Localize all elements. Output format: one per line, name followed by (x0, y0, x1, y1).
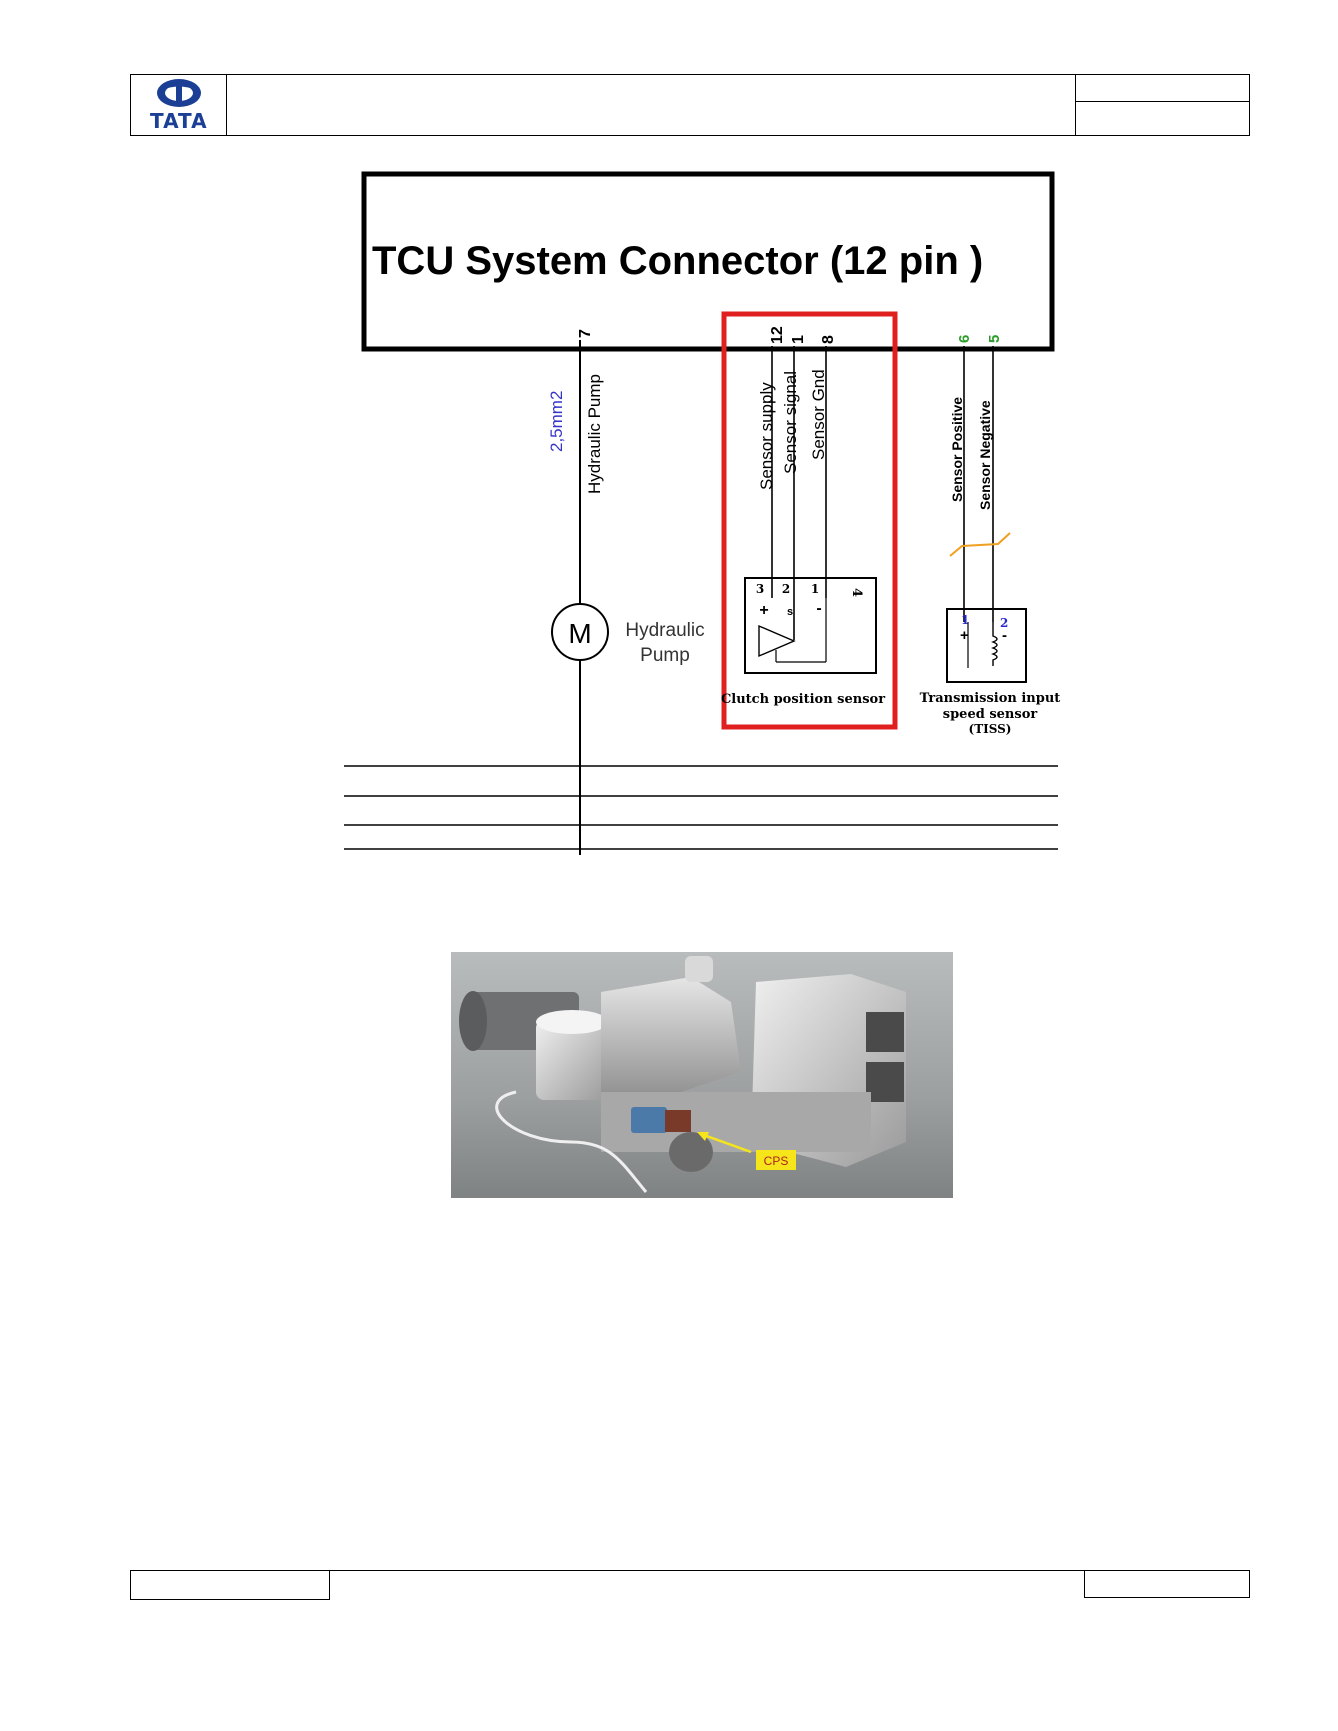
logo-wordmark: TATA (150, 109, 208, 133)
cps-pin-1: 1 (790, 335, 807, 344)
connector-title: TCU System Connector (12 pin ) (372, 239, 983, 283)
photo-cps-callout-label: CPS (764, 1154, 789, 1168)
header-divider-row (1075, 101, 1250, 102)
cps-pin-12: 12 (769, 326, 786, 344)
tiss-caption-line3: (TISS) (969, 722, 1012, 736)
footer-rule (330, 1570, 1084, 1571)
cps-box-pin-2: 2 (782, 582, 790, 596)
cps-highlight-frame (721, 311, 898, 730)
photo-wire-harness (495, 1090, 648, 1193)
cps-box-sign-s: s (787, 606, 793, 618)
motor-symbol: M (568, 618, 591, 649)
tata-emblem-icon (157, 79, 201, 107)
motor-label-line2: Pump (640, 645, 690, 666)
tiss-shield-marker (949, 532, 1011, 557)
photo-cps-sensor (631, 1107, 667, 1133)
tiss-sensor-box (946, 608, 1027, 683)
motor-label-line1: Hydraulic (625, 620, 704, 641)
cps-amplifier-symbol (758, 624, 796, 658)
tiss-box-sign-minus: - (1002, 627, 1007, 644)
photo-pump-cap (536, 1010, 608, 1034)
photo-cps-body (665, 1110, 691, 1132)
tiss-coil-icon (991, 622, 998, 666)
amt-actuator-photo: CPS (451, 952, 953, 1198)
photo-shaft (669, 1132, 713, 1172)
tata-logo: TATA (150, 77, 216, 133)
cps-label-supply: Sensor supply (757, 382, 776, 490)
tiss-pin-6: 6 (956, 335, 973, 343)
tiss-caption-line2: speed sensor (943, 707, 1038, 722)
pump-pin-7: 7 (577, 329, 594, 338)
tiss-box-pin-2: 2 (1000, 616, 1008, 630)
tcu-connector-box (361, 171, 1055, 352)
header-divider-left (226, 74, 227, 136)
photo-connector-a (866, 1012, 904, 1052)
pump-wire-size: 2,5mm2 (547, 391, 566, 452)
photo-connector-b (866, 1062, 904, 1102)
cps-pin-8: 8 (820, 335, 837, 344)
header-frame (130, 74, 1250, 136)
cps-label-signal: Sensor signal (781, 371, 800, 474)
cps-box-pin-4: 4 (849, 588, 864, 597)
tiss-box-sign-plus: + (960, 627, 969, 644)
tiss-pin-5: 5 (986, 335, 1003, 343)
hydraulic-pump-motor (551, 603, 609, 661)
tiss-caption-line1: Transmission input (920, 691, 1061, 706)
header-divider-right (1075, 74, 1076, 136)
cps-box-sign-plus: + (759, 602, 768, 619)
footer-right-box (1084, 1570, 1250, 1598)
photo-motor-end (459, 991, 487, 1051)
photo-cps-callout-box (756, 1150, 796, 1170)
cps-box-sign-minus: - (816, 600, 821, 617)
photo-pump-body (536, 1020, 608, 1100)
tiss-label-negative: Sensor Negative (977, 400, 993, 510)
pump-wire-label: Hydraulic Pump (585, 374, 604, 494)
tiss-label-positive: Sensor Positive (949, 397, 965, 502)
photo-cps-arrow (700, 1132, 752, 1154)
photo-cps-arrowhead (697, 1132, 709, 1141)
photo-top-fitting (685, 956, 713, 982)
cps-box-pin-3: 3 (756, 582, 764, 596)
wiring-diagram: TCU System Connector (12 pin ) 7 2,5mm2 … (344, 171, 1061, 855)
photo-main-housing (601, 977, 741, 1102)
clutch-position-sensor-box (744, 577, 877, 674)
cps-label-gnd: Sensor Gnd (809, 369, 828, 460)
cps-caption: Clutch position sensor (721, 692, 885, 707)
tiss-box-pin-1: 1 (961, 613, 969, 627)
footer-left-box (130, 1570, 330, 1600)
cps-box-pin-1: 1 (811, 582, 819, 596)
